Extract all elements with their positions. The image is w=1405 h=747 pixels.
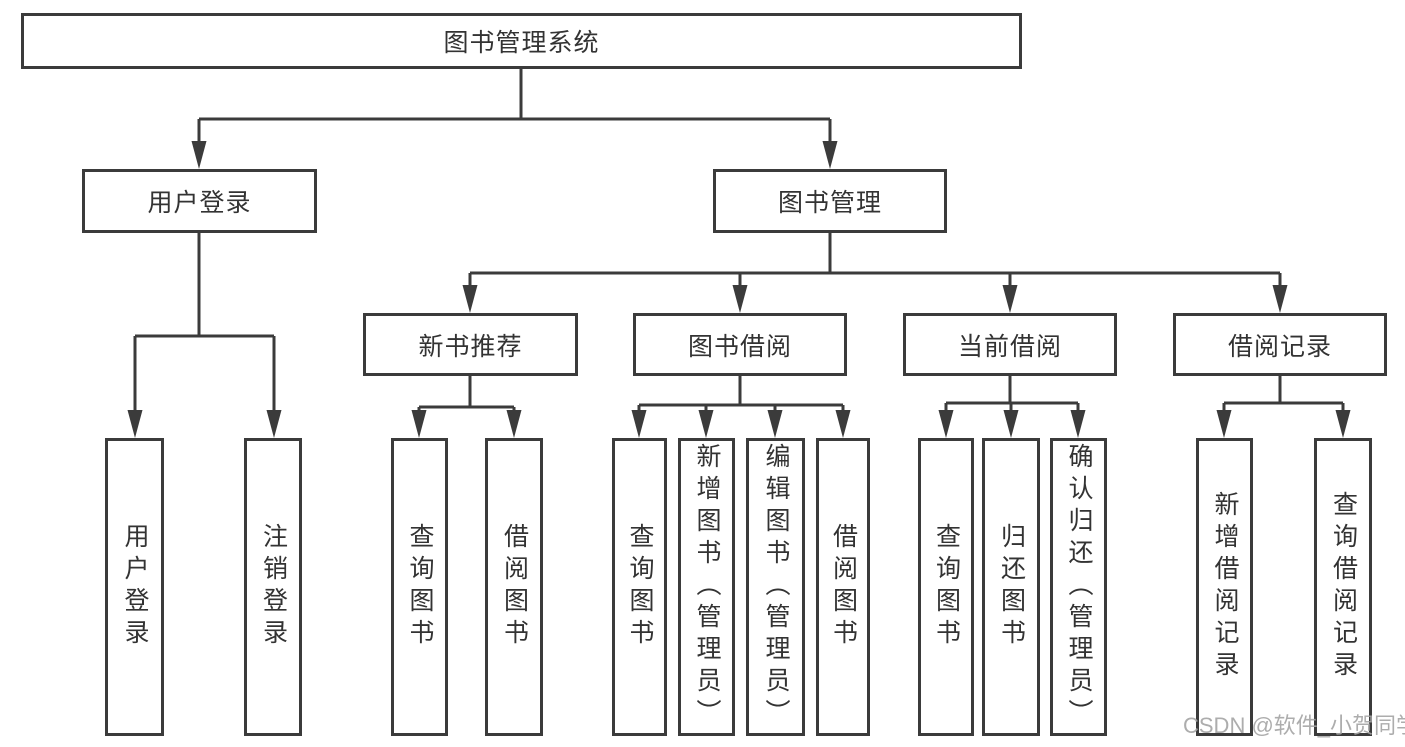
node-book-borrowing: 图书借阅 — [633, 313, 847, 376]
leaf-confirm-return-admin-label: 确认归还（管理员） — [1065, 443, 1093, 731]
leaf-add-borrow-record-label: 新增借阅记录 — [1211, 491, 1239, 683]
leaf-current-query-books-label: 查询图书 — [932, 523, 961, 651]
leaf-user-login: 用户登录 — [105, 438, 164, 736]
leaf-recommend-query-books: 查询图书 — [391, 438, 448, 736]
leaf-return-books: 归还图书 — [982, 438, 1040, 736]
leaf-query-borrow-record: 查询借阅记录 — [1314, 438, 1372, 736]
node-current-borrowing: 当前借阅 — [903, 313, 1117, 376]
node-new-book-recommend: 新书推荐 — [363, 313, 578, 376]
csdn-watermark: CSDN @软件_小贺同学 — [1183, 713, 1405, 738]
leaf-recommend-borrow-books: 借阅图书 — [485, 438, 543, 736]
leaf-add-books-admin: 新增图书（管理员） — [678, 438, 735, 736]
leaf-return-books-label: 归还图书 — [997, 523, 1026, 651]
leaf-logout-label: 注销登录 — [259, 523, 288, 651]
leaf-recommend-borrow-books-label: 借阅图书 — [500, 523, 529, 651]
leaf-borrow-books: 借阅图书 — [816, 438, 870, 736]
leaf-query-borrow-record-label: 查询借阅记录 — [1329, 491, 1358, 683]
leaf-edit-books-admin-label: 编辑图书（管理员） — [762, 443, 790, 731]
leaf-borrowing-query-books: 查询图书 — [612, 438, 667, 736]
leaf-borrow-books-label: 借阅图书 — [829, 523, 858, 651]
leaf-edit-books-admin: 编辑图书（管理员） — [746, 438, 805, 736]
leaf-user-login-label: 用户登录 — [121, 523, 149, 651]
leaf-confirm-return-admin: 确认归还（管理员） — [1050, 438, 1107, 736]
node-book-management: 图书管理 — [713, 169, 947, 233]
node-borrowing-records: 借阅记录 — [1173, 313, 1387, 376]
leaf-add-borrow-record: 新增借阅记录 — [1196, 438, 1253, 736]
leaf-add-books-admin-label: 新增图书（管理员） — [693, 443, 721, 731]
leaf-recommend-query-books-label: 查询图书 — [406, 523, 434, 651]
leaf-current-query-books: 查询图书 — [918, 438, 974, 736]
node-user-login: 用户登录 — [82, 169, 317, 233]
node-library-system: 图书管理系统 — [21, 13, 1022, 69]
leaf-borrowing-query-books-label: 查询图书 — [626, 523, 654, 651]
leaf-logout: 注销登录 — [244, 438, 302, 736]
